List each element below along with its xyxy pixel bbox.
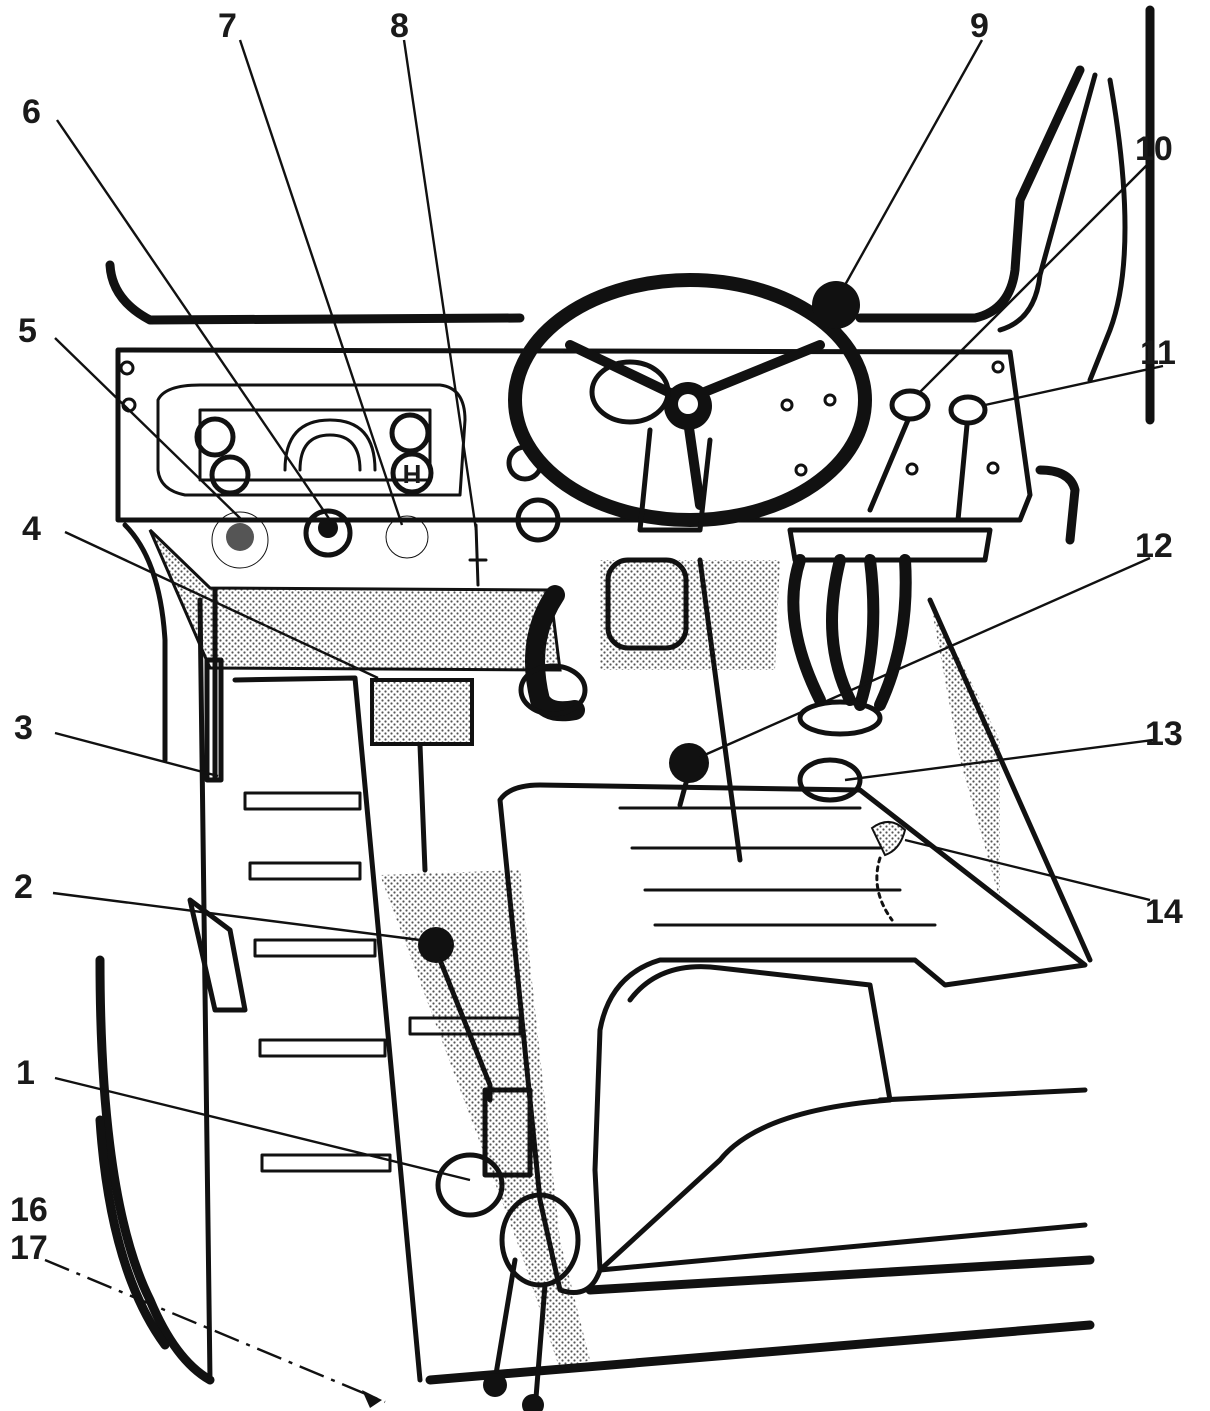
cab-frame	[105, 5, 1155, 425]
knob-12-icon	[669, 743, 709, 783]
callout-4: 4	[22, 510, 41, 548]
ignition-switch-icon	[385, 515, 429, 559]
knob-6-icon	[303, 508, 353, 558]
callout-3: 3	[14, 709, 33, 747]
lever-knob-11-icon	[948, 394, 988, 426]
knob-1-icon	[435, 1152, 505, 1218]
callout-1: 1	[16, 1054, 35, 1092]
callout-12: 12	[1135, 527, 1173, 565]
seat	[497, 782, 1088, 1295]
callout-9: 9	[970, 7, 989, 45]
callout-2: 2	[14, 868, 33, 906]
dash-knobs	[211, 508, 488, 587]
callout-10: 10	[1135, 130, 1173, 168]
callout-labels: 1 2 3 4 5 6 7 8 9 10 11 12 13 14 16 17	[10, 7, 1183, 1267]
leader-lines	[44, 39, 1164, 1408]
callout-16: 16	[10, 1191, 48, 1229]
gear-levers	[418, 743, 907, 1411]
callout-14: 14	[1145, 893, 1183, 931]
callout-8: 8	[390, 7, 409, 45]
pedal-4-icon	[370, 678, 474, 746]
item-14-icon	[870, 821, 907, 857]
callout-17: 17	[10, 1229, 48, 1267]
knob-5-icon	[211, 511, 269, 569]
callout-7: 7	[218, 7, 237, 45]
callout-11: 11	[1140, 334, 1176, 372]
knob-9-icon	[812, 281, 860, 329]
key-icon	[468, 523, 488, 587]
callout-13: 13	[1145, 715, 1183, 753]
gear-lever-knob-2-icon	[418, 927, 454, 963]
knob-13-icon	[797, 757, 863, 803]
hydraulic-levers	[787, 388, 1080, 737]
steering-wheel	[508, 273, 872, 722]
dashboard: H	[115, 347, 1033, 543]
lever-knob-10-icon	[889, 388, 931, 422]
callout-6: 6	[22, 93, 41, 131]
callout-5: 5	[18, 312, 37, 350]
gauge-letter-label: H	[403, 459, 422, 489]
